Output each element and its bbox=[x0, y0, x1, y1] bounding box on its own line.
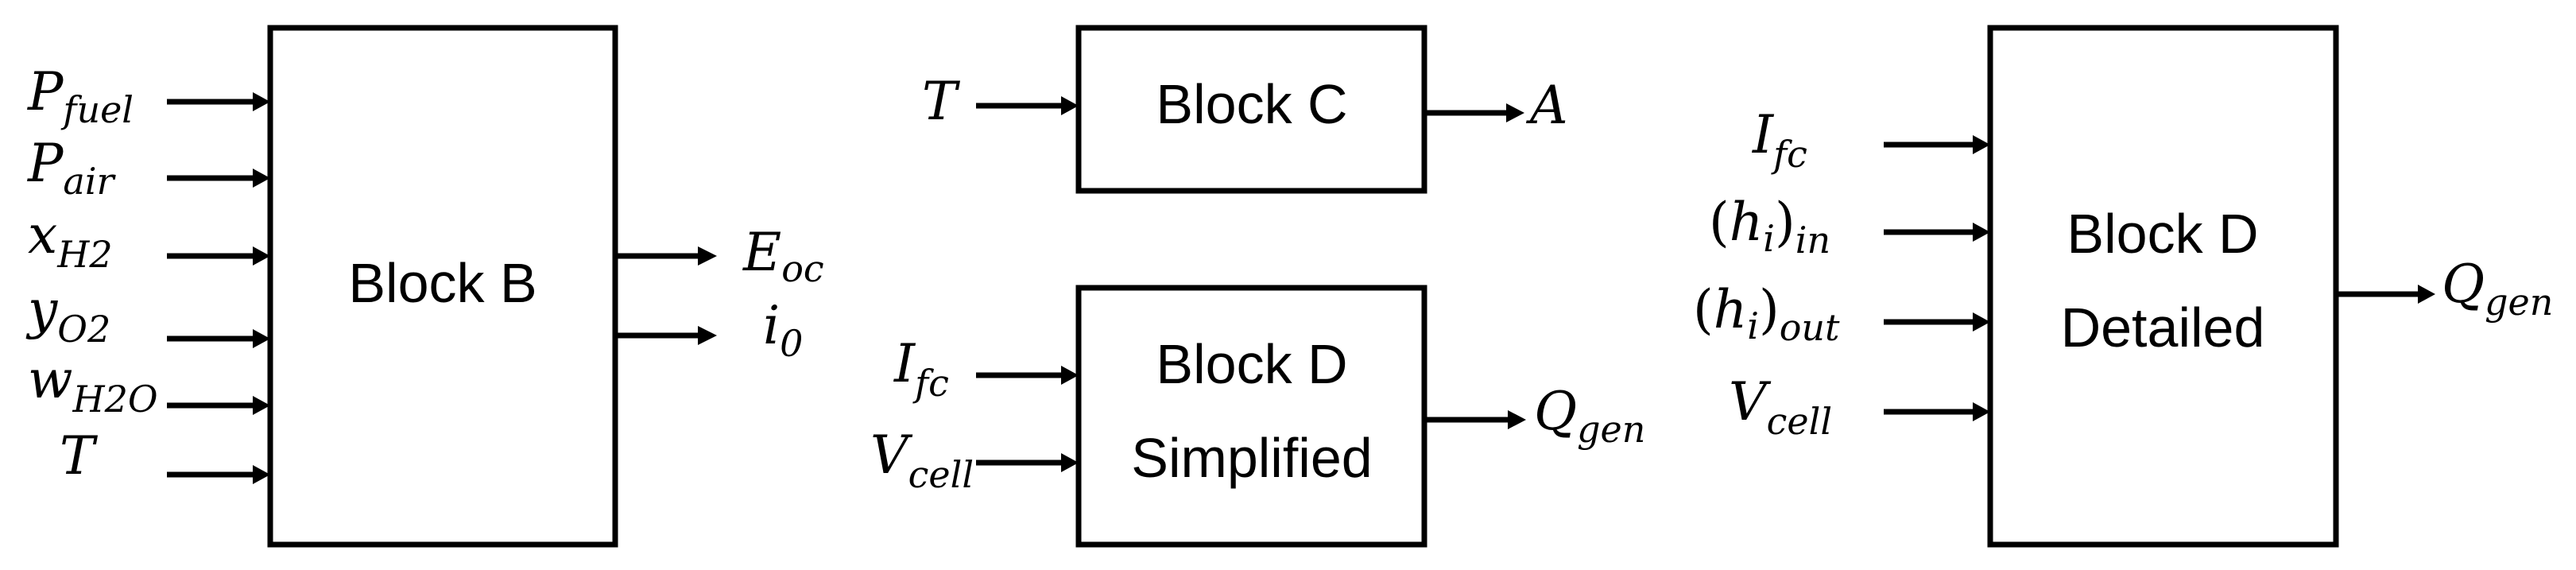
input-label-t: T bbox=[60, 425, 99, 487]
output-label-q-gen-d: Qgen bbox=[2442, 254, 2553, 324]
arrowhead-hi-out bbox=[1973, 312, 1990, 332]
input-label-w-h2o: wH2O bbox=[28, 349, 158, 421]
arrowhead-w-h2o bbox=[253, 396, 270, 415]
arrowhead-q-gen-s bbox=[1508, 410, 1526, 429]
input-label-v-cell-d: Vcell bbox=[1729, 371, 1832, 443]
block-d-simplified: Block D Simplified Ifc Vcell Qgen bbox=[870, 285, 1645, 548]
arrowhead-v-cell-d bbox=[1973, 402, 1990, 421]
arrowhead-e-oc bbox=[698, 246, 717, 266]
arrowhead-hi-in bbox=[1973, 223, 1990, 242]
arrowhead-i-fc-s bbox=[1061, 366, 1079, 385]
output-label-q-gen-s: Qgen bbox=[1534, 381, 1645, 451]
block-d-simplified-box bbox=[1075, 285, 1427, 548]
input-label-y-o2: yO2 bbox=[25, 279, 110, 351]
arrowhead-x-h2 bbox=[253, 246, 270, 266]
block-d-simplified-label-line2: Simplified bbox=[1131, 427, 1372, 489]
block-c-box bbox=[1075, 25, 1427, 194]
block-d-detailed-label-line2: Detailed bbox=[2061, 297, 2265, 359]
block-b-input-arrows bbox=[167, 92, 270, 484]
arrowhead-i0 bbox=[698, 326, 717, 345]
output-label-a: A bbox=[1525, 75, 1568, 136]
arrowhead-p-fuel bbox=[253, 92, 270, 111]
output-label-e-oc: Eoc bbox=[742, 222, 824, 290]
block-d-simplified-label-line1: Block D bbox=[1156, 333, 1347, 395]
input-label-x-h2: xH2 bbox=[28, 204, 113, 276]
arrowhead-y-o2 bbox=[253, 329, 270, 348]
arrowhead-q-gen-d bbox=[2418, 285, 2435, 304]
arrowhead-v-cell-s bbox=[1061, 453, 1079, 472]
arrowhead-a bbox=[1506, 103, 1524, 122]
input-label-i-fc-s: Ifc bbox=[893, 333, 949, 405]
block-d-detailed-label-line1: Block D bbox=[2067, 203, 2258, 265]
block-d-detailed-box bbox=[1987, 25, 2339, 548]
arrowhead-i-fc-d bbox=[1973, 135, 1990, 154]
input-label-p-fuel: Pfuel bbox=[27, 61, 134, 131]
block-b: Block B Pfuel Pair xH2 yO2 bbox=[25, 25, 824, 548]
input-label-hi-in: (hi)in bbox=[1709, 192, 1830, 262]
block-b-box bbox=[267, 25, 618, 548]
arrowhead-t bbox=[253, 465, 270, 484]
block-c-label: Block C bbox=[1156, 73, 1347, 135]
input-label-p-air: Pair bbox=[27, 133, 117, 203]
input-label-v-cell-s: Vcell bbox=[870, 425, 974, 496]
input-label-hi-out: (hi)out bbox=[1693, 279, 1840, 349]
input-label-i-fc-d: Ifc bbox=[1752, 104, 1807, 176]
arrowhead-t-c bbox=[1061, 96, 1079, 115]
output-label-i0: i0 bbox=[763, 295, 803, 365]
block-c: Block C T A bbox=[922, 25, 1568, 194]
block-b-label: Block B bbox=[348, 252, 537, 314]
arrowhead-p-air bbox=[253, 169, 270, 188]
input-label-t-c: T bbox=[922, 71, 961, 132]
block-d-detailed: Block D Detailed Ifc (hi)in (hi)out Vcel… bbox=[1693, 25, 2553, 548]
